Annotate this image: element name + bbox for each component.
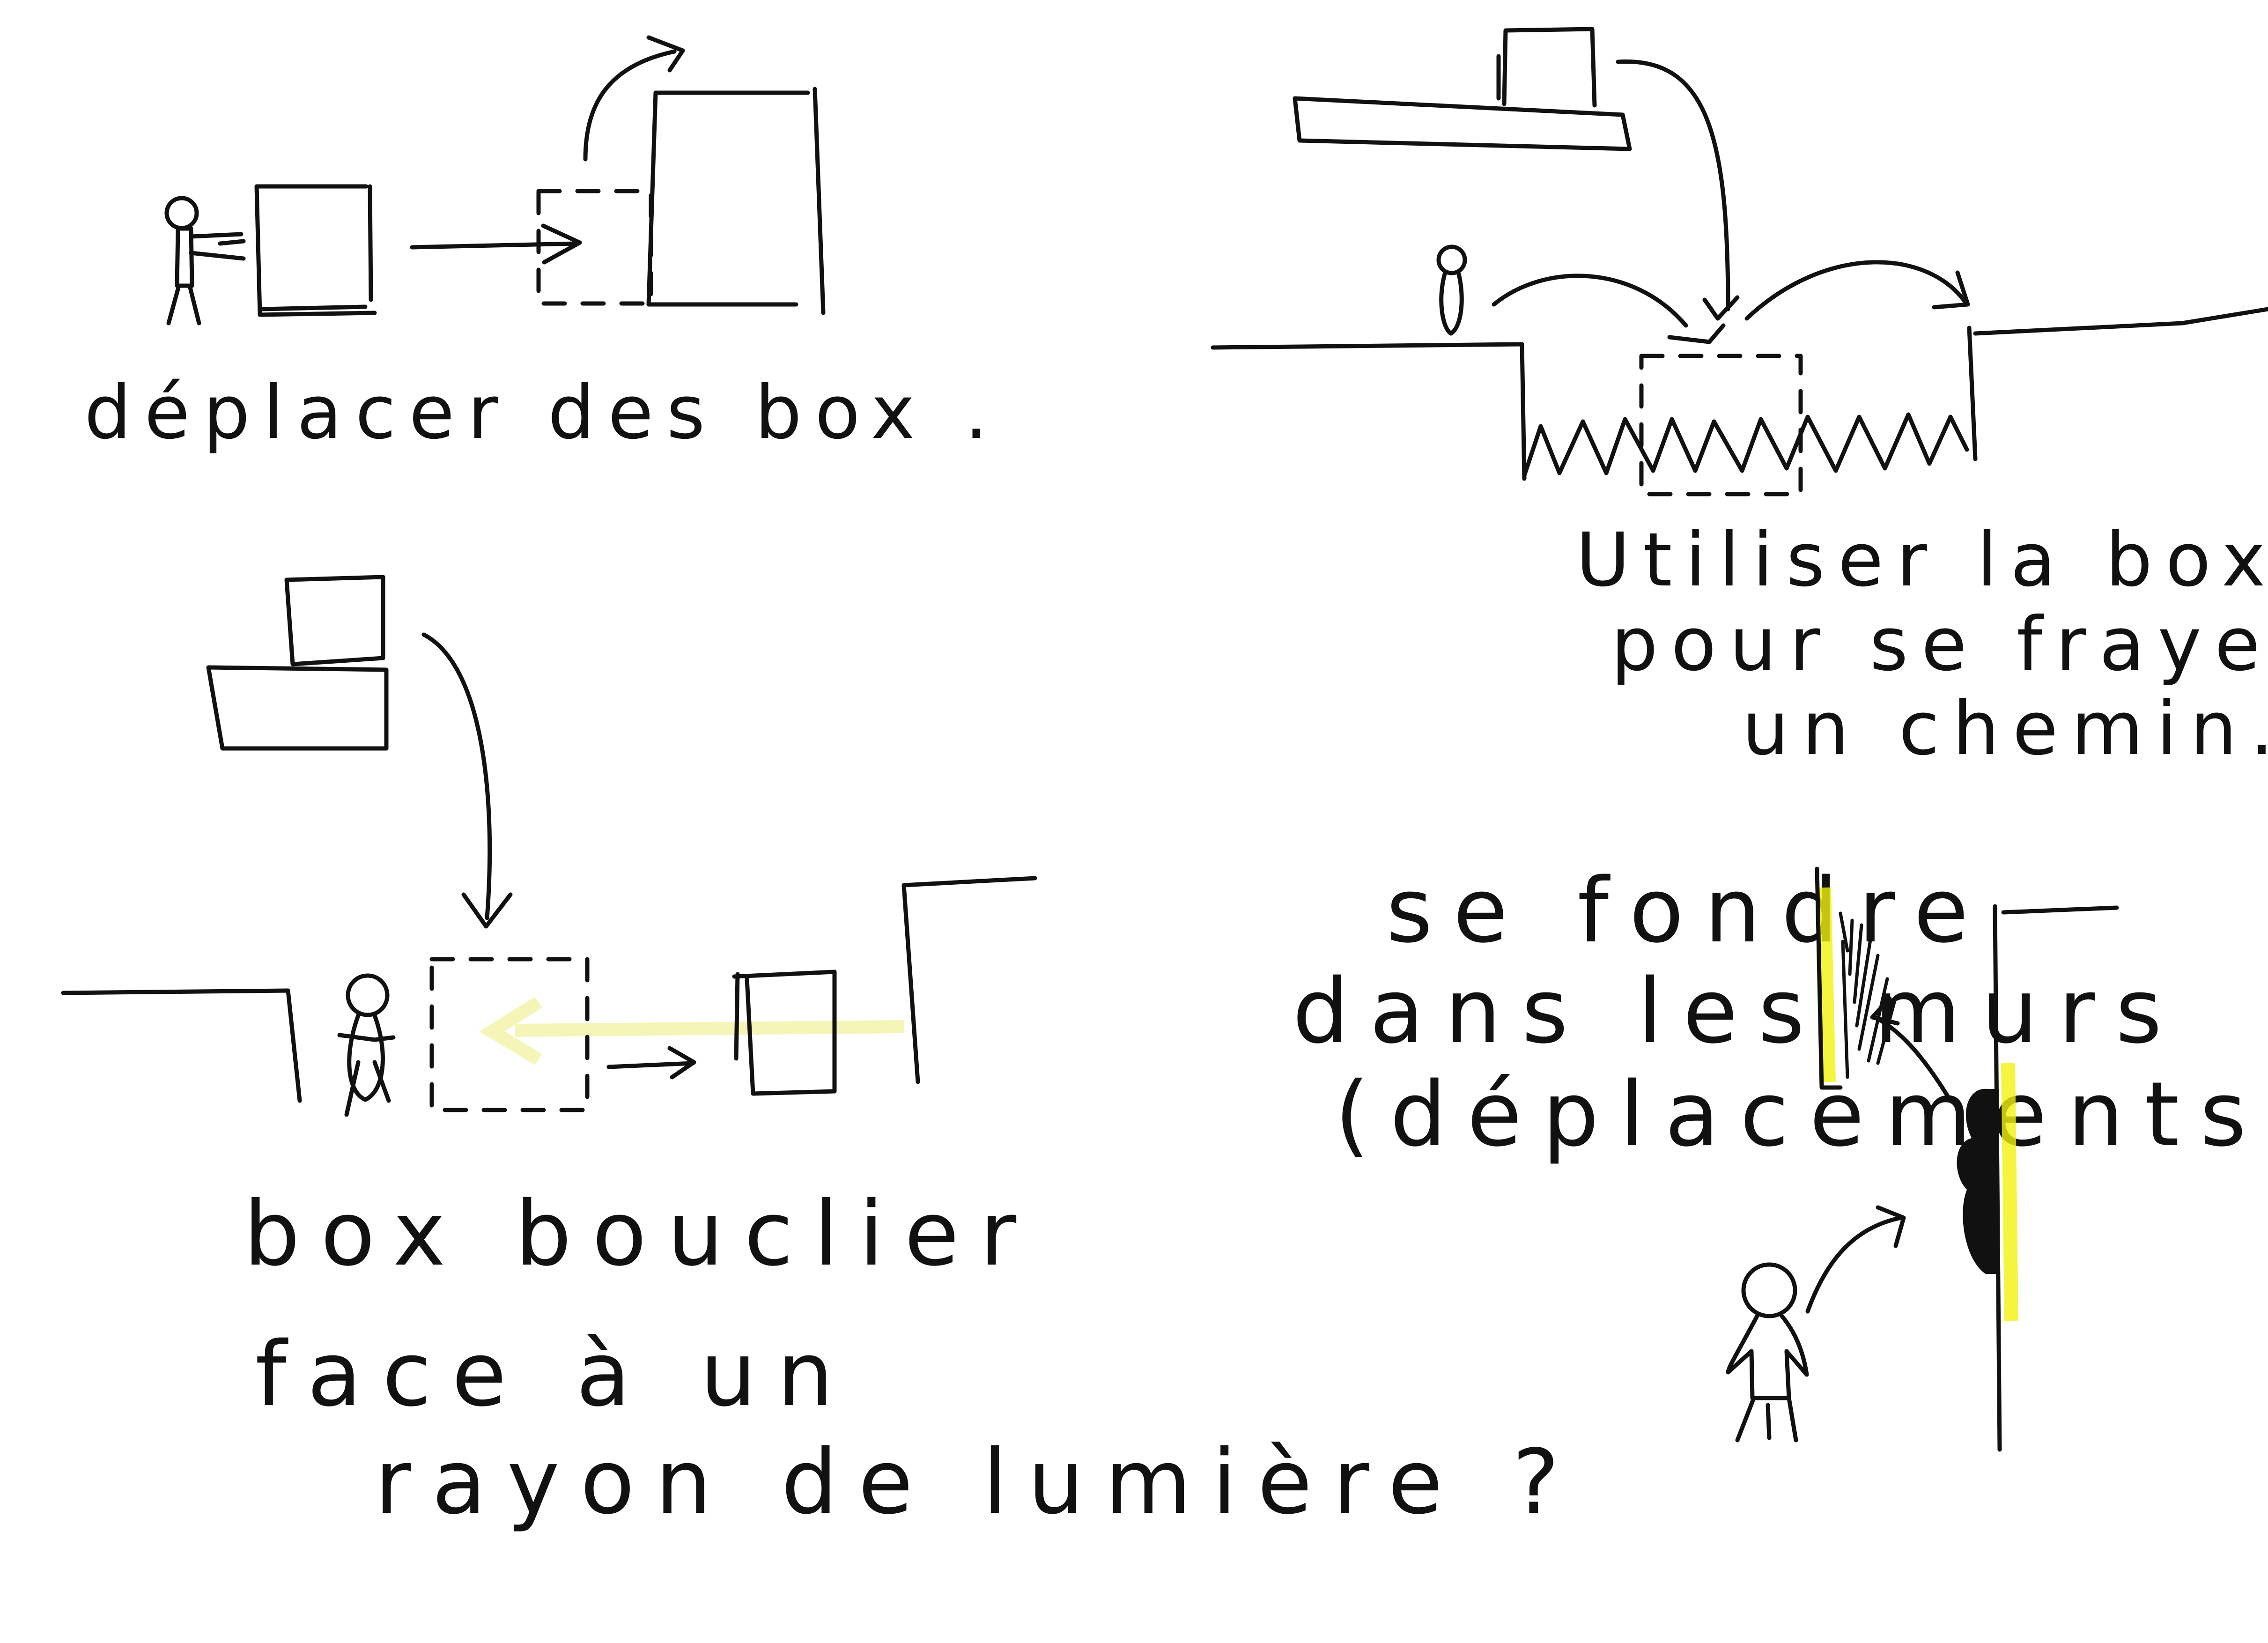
character-standing xyxy=(1436,244,1467,336)
shield-box-target xyxy=(429,957,590,1112)
panel-use-box-path: Utiliser la box pour se frayer un chemin… xyxy=(1211,27,2268,772)
caption-walls-line-1: se fondre xyxy=(1386,859,1989,962)
ground-right xyxy=(1967,307,2268,461)
large-box xyxy=(646,87,826,315)
caption-shield-line-2: face à un xyxy=(255,1323,854,1426)
ground-left xyxy=(1211,342,1527,481)
box-target-in-pit xyxy=(1639,354,1803,496)
wall-left xyxy=(1815,866,1843,1090)
caption-walls-line-3: (déplacements) xyxy=(1335,1063,2268,1166)
lift-arrow xyxy=(583,35,685,162)
light-ray-arrowhead xyxy=(479,997,542,1066)
caption-use-box-line-1: Utiliser la box xyxy=(1576,517,2268,603)
character-pushing xyxy=(164,196,246,326)
box-target-outline xyxy=(536,189,653,306)
caption-shield-line-1: box bouclier xyxy=(244,1182,1037,1286)
phase-arrow xyxy=(1870,996,1953,1103)
caption-move-boxes: déplacer des box . xyxy=(84,370,1001,456)
drop-arrow xyxy=(1616,59,1740,321)
spikes xyxy=(1522,412,1969,478)
character-walking xyxy=(1726,1262,1809,1443)
caption-use-box-line-2: pour se frayer xyxy=(1611,601,2268,688)
panel-move-boxes: déplacer des box . xyxy=(84,35,1001,456)
approach-arrow xyxy=(1805,1205,1906,1314)
upper-platform xyxy=(206,665,389,751)
panel-box-shield: box bouclier face à un rayon de lumière … xyxy=(61,575,1580,1534)
panel-blend-walls: se fondre dans les murs (déplacements) xyxy=(1293,859,2268,1452)
caption-use-box-line-3: un chemin. xyxy=(1742,686,2268,772)
caption-shield-line-3: rayon de lumière ? xyxy=(375,1430,1580,1534)
landing-mark xyxy=(1667,323,1726,344)
light-ray xyxy=(515,1020,904,1037)
caption-walls-line-2: dans les murs xyxy=(1293,960,2183,1063)
box-on-ledge xyxy=(1496,27,1597,108)
wall-highlight-right xyxy=(2001,1063,2018,1321)
jump-arc-2 xyxy=(1744,260,1970,321)
character-shielded xyxy=(337,973,396,1117)
push-arrow-shield xyxy=(606,1046,696,1080)
right-wall xyxy=(901,876,1037,1084)
floor-left xyxy=(61,988,302,1103)
box-on-platform xyxy=(284,575,385,666)
jump-arc-1 xyxy=(1492,274,1688,328)
character-in-wall xyxy=(1957,1088,1999,1274)
push-arrow xyxy=(410,223,582,265)
fall-arrow xyxy=(421,632,513,929)
wall-highlight-left xyxy=(1817,887,1836,1082)
shield-box xyxy=(732,970,837,1096)
high-ledge xyxy=(1293,96,1632,151)
pushed-box xyxy=(254,184,377,317)
